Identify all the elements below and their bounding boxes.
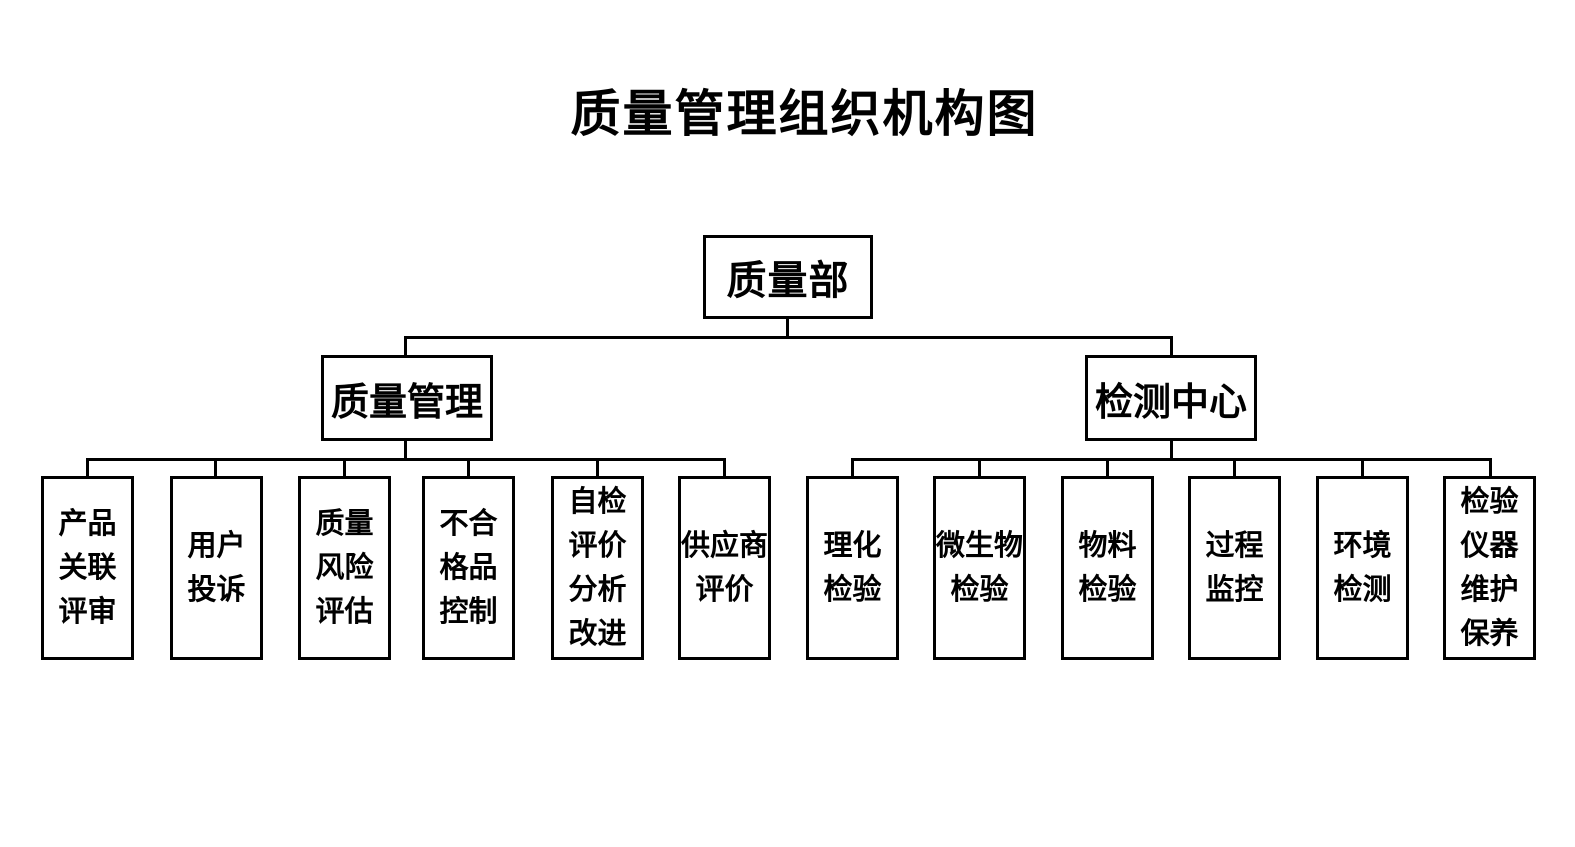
connector-child-drop (467, 458, 470, 476)
connector-child-drop (343, 458, 346, 476)
org-node-label-line: 过程 (1205, 530, 1264, 562)
connector-child-drop (1233, 458, 1236, 476)
org-node-label-line: 仪器 (1460, 530, 1519, 562)
org-node-label-line: 产品 (58, 508, 117, 540)
org-node-label-line: 检测 (1333, 574, 1392, 606)
org-node-label-line: 不合 (439, 508, 498, 540)
org-node-label-line: 保养 (1460, 618, 1519, 650)
org-node-quality-department: 质量部 (703, 235, 873, 319)
org-node-label: 质量部 (726, 258, 850, 303)
org-node-label-line: 风险 (315, 552, 374, 584)
org-node-label-line: 供应商 (681, 530, 769, 562)
org-node-label-line: 检验 (1460, 486, 1519, 518)
connector-level2-rail (404, 336, 1173, 339)
org-node-label-line: 监控 (1205, 574, 1264, 606)
org-node-label-line: 质量 (315, 508, 374, 540)
connector-right-children-rail (851, 458, 1492, 461)
org-node-label-line: 评价 (695, 574, 754, 606)
org-node-label-line: 检验 (1078, 574, 1137, 606)
page-title: 质量管理组织机构图 (570, 86, 1039, 142)
connector-child-drop (851, 458, 854, 476)
connector-testing-center-drop (1170, 336, 1173, 355)
connector-child-drop (1106, 458, 1109, 476)
org-node-label-line: 改进 (568, 618, 627, 650)
org-node-product-association-review: 产品 关联 评审 (41, 476, 134, 660)
connector-child-drop (1361, 458, 1364, 476)
connector-left-children-rail (86, 458, 726, 461)
org-node-label-line: 检验 (950, 574, 1009, 606)
org-node-label-line: 自检 (568, 486, 627, 518)
org-node-label-line: 投诉 (187, 574, 246, 606)
connector-child-drop (214, 458, 217, 476)
org-node-microbiological-inspection: 微生物 检验 (933, 476, 1026, 660)
connector-testing-center-stem (1170, 441, 1173, 461)
org-node-label-line: 理化 (823, 530, 882, 562)
connector-quality-management-stem (404, 441, 407, 461)
org-node-label-line: 分析 (568, 574, 627, 606)
org-node-label-line: 评审 (58, 596, 117, 628)
org-node-label-line: 维护 (1460, 574, 1519, 606)
org-node-physicochemical-inspection: 理化 检验 (806, 476, 899, 660)
connector-child-drop (1489, 458, 1492, 476)
org-node-label-line: 微生物 (936, 530, 1024, 562)
org-node-label-line: 用户 (187, 530, 246, 562)
connector-child-drop (596, 458, 599, 476)
org-node-environmental-testing: 环境 检测 (1316, 476, 1409, 660)
org-node-quality-management: 质量管理 (321, 355, 493, 441)
org-node-label-line: 格品 (439, 552, 498, 584)
org-node-label: 检测中心 (1094, 381, 1247, 424)
org-node-material-inspection: 物料 检验 (1061, 476, 1154, 660)
org-node-self-inspection-evaluation-improvement: 自检 评价 分析 改进 (551, 476, 644, 660)
org-node-customer-complaints: 用户 投诉 (170, 476, 263, 660)
org-node-supplier-evaluation: 供应商 评价 (678, 476, 771, 660)
org-node-label-line: 评估 (315, 596, 374, 628)
org-node-label-line: 评价 (568, 530, 627, 562)
connector-child-drop (86, 458, 89, 476)
connector-root-stem (786, 318, 789, 339)
org-node-label-line: 控制 (439, 596, 498, 628)
org-node-label-line: 环境 (1333, 530, 1392, 562)
connector-quality-management-drop (404, 336, 407, 355)
connector-child-drop (723, 458, 726, 476)
org-node-quality-risk-assessment: 质量 风险 评估 (298, 476, 391, 660)
org-node-label-line: 物料 (1078, 530, 1137, 562)
org-node-testing-center: 检测中心 (1085, 355, 1257, 441)
org-node-label: 质量管理 (330, 381, 483, 424)
org-node-label-line: 关联 (58, 552, 117, 584)
org-node-process-monitoring: 过程 监控 (1188, 476, 1281, 660)
org-node-label-line: 检验 (823, 574, 882, 606)
org-node-instrument-maintenance: 检验 仪器 维护 保养 (1443, 476, 1536, 660)
org-node-nonconforming-product-control: 不合 格品 控制 (422, 476, 515, 660)
connector-child-drop (978, 458, 981, 476)
